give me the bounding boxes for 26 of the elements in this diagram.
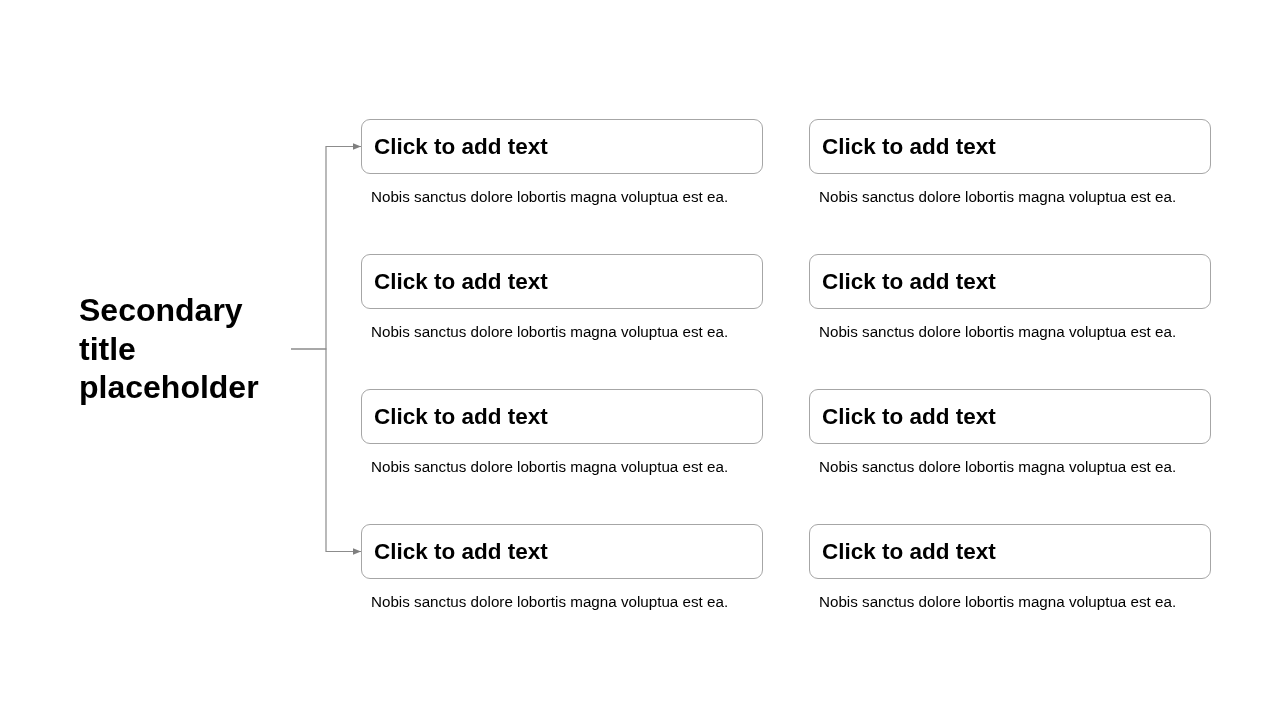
description-text: Nobis sanctus dolore lobortis magna voluptua est ea. — [371, 187, 729, 207]
text-box — [809, 389, 1211, 444]
box-heading: Click to add text — [374, 402, 548, 431]
box-heading: Click to add text — [822, 132, 996, 161]
box-heading: Click to add text — [374, 537, 548, 566]
text-box — [809, 119, 1211, 174]
description-text: Nobis sanctus dolore lobortis magna voluptua est ea. — [819, 592, 1177, 612]
text-box — [361, 254, 763, 309]
connector-arrow — [290, 348, 362, 555]
description-text: Nobis sanctus dolore lobortis magna voluptua est ea. — [371, 322, 729, 342]
box-heading: Click to add text — [822, 402, 996, 431]
box-heading: Click to add text — [374, 132, 548, 161]
description-text: Nobis sanctus dolore lobortis magna voluptua est ea. — [819, 457, 1177, 477]
text-box — [361, 389, 763, 444]
description-text: Nobis sanctus dolore lobortis magna voluptua est ea. — [371, 457, 729, 477]
description-text: Nobis sanctus dolore lobortis magna voluptua est ea. — [819, 322, 1177, 342]
box-heading: Click to add text — [822, 267, 996, 296]
description-text: Nobis sanctus dolore lobortis magna voluptua est ea. — [819, 187, 1177, 207]
box-heading: Click to add text — [374, 267, 548, 296]
text-box — [361, 119, 763, 174]
section-title: Secondary title placeholder — [79, 291, 260, 407]
text-box — [361, 524, 763, 579]
box-heading: Click to add text — [822, 537, 996, 566]
description-text: Nobis sanctus dolore lobortis magna voluptua est ea. — [371, 592, 729, 612]
text-box — [809, 254, 1211, 309]
text-box — [809, 524, 1211, 579]
